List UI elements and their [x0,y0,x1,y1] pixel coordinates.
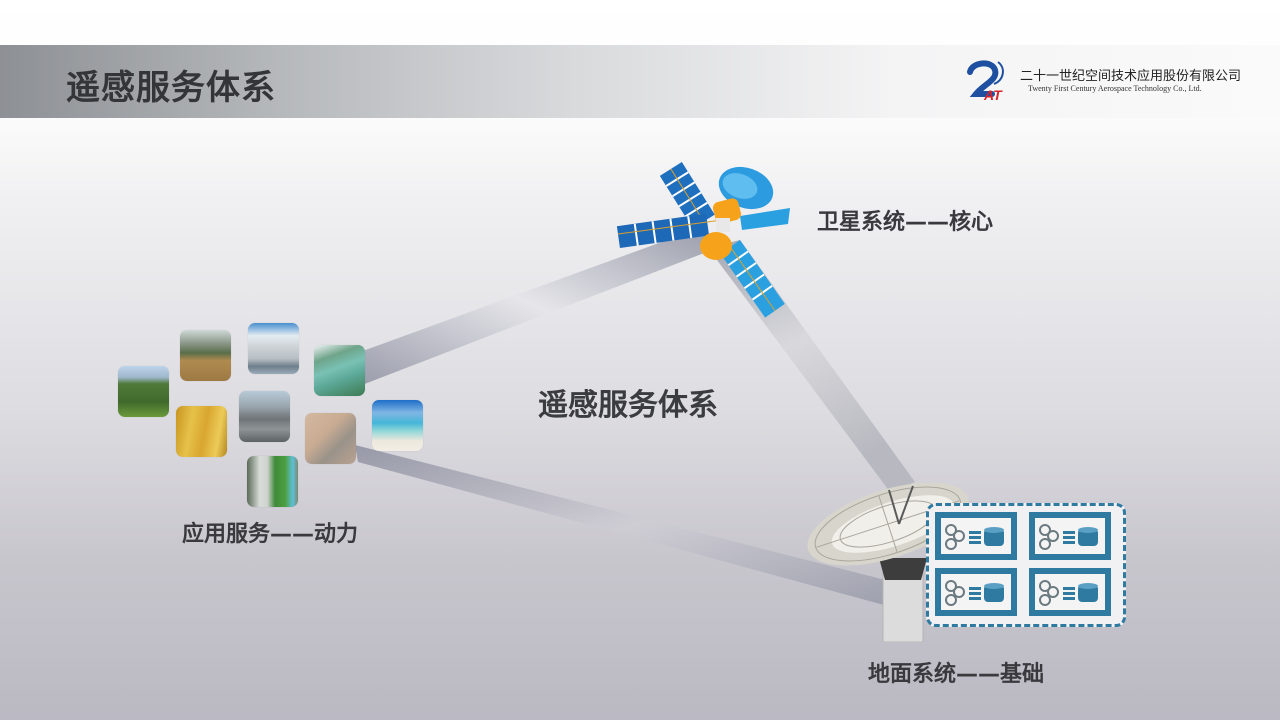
server-gears-database-icon [945,580,1004,606]
center-label: 遥感服务体系 [538,388,718,423]
application-label: 应用服务——动力 [182,522,359,547]
server-card [935,512,1017,560]
beam-application-satellite [360,228,712,385]
terrain-image [305,413,356,464]
svg-text:AT: AT [983,87,1003,102]
satellite-label: 卫星系统——核心 [817,210,994,235]
wheat-image [176,406,227,457]
satellite-icon [616,162,790,318]
company-name-en: Twenty First Century Aerospace Technolog… [1028,84,1202,93]
company-name-cn: 二十一世纪空间技术应用股份有限公司 [1020,69,1242,84]
page-title: 遥感服务体系 [66,68,276,108]
server-gears-database-icon [945,524,1004,550]
server-card [1029,568,1111,616]
server-gears-database-icon [1039,524,1098,550]
ground-station-icon [807,482,969,642]
power-plant-image [248,323,299,374]
company-logo-icon: AT [967,60,1004,102]
farmland-image [180,330,231,381]
server-gears-database-icon [1039,580,1098,606]
river-dam-image [314,345,365,396]
server-card [1029,512,1111,560]
beam-application-ground [355,445,905,608]
ground-system-panel [926,503,1126,627]
forest-image [118,366,169,417]
ground-label: 地面系统——基础 [868,662,1045,687]
facility-image [247,456,298,507]
city-image [239,391,290,442]
beach-image [372,400,423,451]
server-card [935,568,1017,616]
header-bar [0,45,1280,118]
